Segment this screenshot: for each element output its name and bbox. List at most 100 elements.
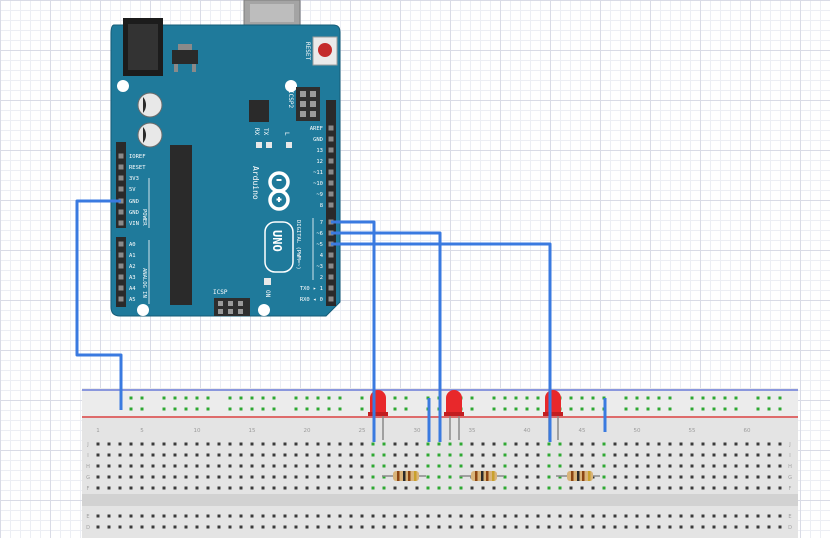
hole[interactable]: [646, 464, 650, 468]
digital-pin[interactable]: [328, 180, 334, 186]
hole[interactable]: [558, 442, 562, 446]
hole[interactable]: [657, 442, 661, 446]
hole[interactable]: [624, 442, 628, 446]
rail-hole[interactable]: [195, 396, 199, 400]
hole[interactable]: [173, 475, 177, 479]
hole[interactable]: [525, 486, 529, 490]
rail-hole[interactable]: [767, 407, 771, 411]
hole[interactable]: [723, 514, 727, 518]
digital-pin[interactable]: [328, 252, 334, 258]
hole[interactable]: [184, 486, 188, 490]
hole[interactable]: [536, 442, 540, 446]
hole[interactable]: [679, 464, 683, 468]
hole[interactable]: [415, 525, 419, 529]
resistor-3[interactable]: [556, 471, 600, 481]
hole[interactable]: [283, 442, 287, 446]
analog-pin[interactable]: [118, 274, 124, 280]
hole[interactable]: [624, 486, 628, 490]
hole[interactable]: [613, 475, 617, 479]
hole[interactable]: [547, 442, 551, 446]
hole[interactable]: [371, 486, 375, 490]
hole[interactable]: [250, 442, 254, 446]
analog-pin[interactable]: [118, 241, 124, 247]
hole[interactable]: [701, 475, 705, 479]
hole[interactable]: [327, 442, 331, 446]
hole[interactable]: [338, 514, 342, 518]
analog-pin[interactable]: [118, 296, 124, 302]
hole[interactable]: [767, 442, 771, 446]
rail-hole[interactable]: [239, 407, 243, 411]
hole[interactable]: [580, 525, 584, 529]
hole[interactable]: [404, 453, 408, 457]
hole[interactable]: [492, 514, 496, 518]
hole[interactable]: [118, 442, 122, 446]
hole[interactable]: [250, 464, 254, 468]
hole[interactable]: [338, 486, 342, 490]
hole[interactable]: [283, 525, 287, 529]
hole[interactable]: [547, 514, 551, 518]
analog-pin[interactable]: [118, 263, 124, 269]
hole[interactable]: [250, 514, 254, 518]
hole[interactable]: [547, 464, 551, 468]
hole[interactable]: [305, 525, 309, 529]
hole[interactable]: [140, 486, 144, 490]
hole[interactable]: [635, 486, 639, 490]
hole[interactable]: [415, 453, 419, 457]
hole[interactable]: [206, 475, 210, 479]
hole[interactable]: [283, 486, 287, 490]
rail-hole[interactable]: [294, 407, 298, 411]
hole[interactable]: [481, 514, 485, 518]
hole[interactable]: [437, 525, 441, 529]
hole[interactable]: [404, 442, 408, 446]
hole[interactable]: [690, 453, 694, 457]
rail-hole[interactable]: [470, 396, 474, 400]
digital-pin[interactable]: [328, 296, 334, 302]
hole[interactable]: [591, 442, 595, 446]
wire-gnd[interactable]: [75, 199, 123, 410]
rail-hole[interactable]: [778, 396, 782, 400]
hole[interactable]: [712, 453, 716, 457]
hole[interactable]: [162, 525, 166, 529]
rail-hole[interactable]: [360, 407, 364, 411]
hole[interactable]: [459, 453, 463, 457]
analog-pin[interactable]: [118, 285, 124, 291]
hole[interactable]: [360, 442, 364, 446]
hole[interactable]: [184, 464, 188, 468]
hole[interactable]: [536, 525, 540, 529]
hole[interactable]: [602, 464, 606, 468]
digital-pin[interactable]: [328, 169, 334, 175]
power-pin[interactable]: [118, 153, 124, 159]
hole[interactable]: [679, 525, 683, 529]
rail-hole[interactable]: [734, 407, 738, 411]
hole[interactable]: [448, 514, 452, 518]
rail-hole[interactable]: [690, 396, 694, 400]
hole[interactable]: [118, 486, 122, 490]
hole[interactable]: [426, 442, 430, 446]
hole[interactable]: [492, 486, 496, 490]
hole[interactable]: [547, 475, 551, 479]
rail-hole[interactable]: [569, 396, 573, 400]
hole[interactable]: [470, 525, 474, 529]
hole[interactable]: [657, 475, 661, 479]
rail-hole[interactable]: [778, 407, 782, 411]
hole[interactable]: [426, 514, 430, 518]
hole[interactable]: [437, 475, 441, 479]
hole[interactable]: [525, 514, 529, 518]
hole[interactable]: [503, 464, 507, 468]
hole[interactable]: [404, 464, 408, 468]
rail-hole[interactable]: [261, 396, 265, 400]
rail-hole[interactable]: [140, 396, 144, 400]
hole[interactable]: [459, 464, 463, 468]
hole[interactable]: [756, 442, 760, 446]
rail-hole[interactable]: [767, 396, 771, 400]
hole[interactable]: [712, 464, 716, 468]
hole[interactable]: [426, 475, 430, 479]
rail-hole[interactable]: [624, 407, 628, 411]
hole[interactable]: [239, 442, 243, 446]
hole[interactable]: [767, 486, 771, 490]
hole[interactable]: [514, 514, 518, 518]
digital-pin[interactable]: [328, 263, 334, 269]
hole[interactable]: [481, 442, 485, 446]
rail-hole[interactable]: [514, 407, 518, 411]
hole[interactable]: [162, 486, 166, 490]
